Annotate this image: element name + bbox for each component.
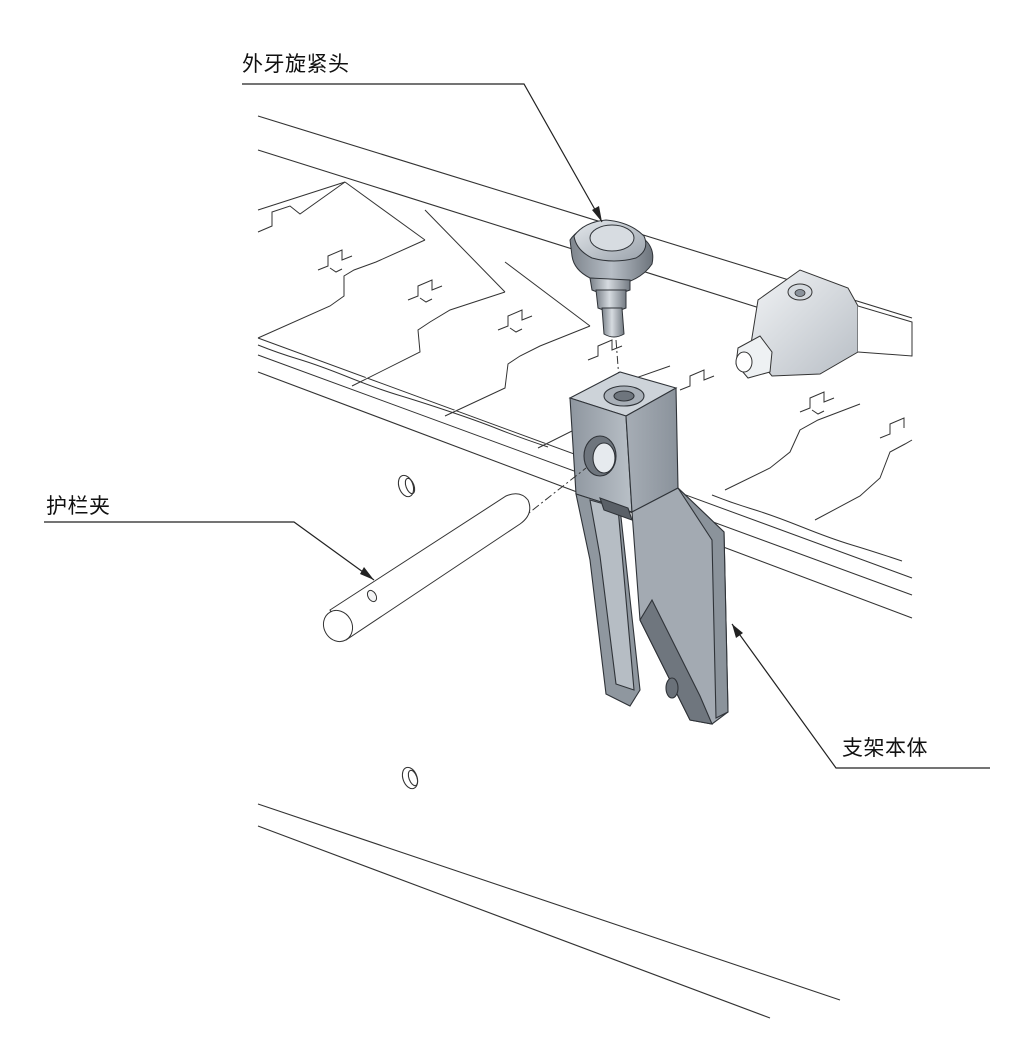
label-threaded-knob: 外牙旋紧头	[242, 52, 350, 76]
guard-rail-connector	[735, 269, 913, 379]
knob-arrowhead	[592, 206, 602, 222]
guardrail-clamp-pin	[322, 493, 531, 643]
threaded-knob	[569, 219, 654, 338]
pin-leader	[44, 521, 375, 581]
pin-arrowhead	[360, 567, 374, 580]
knob-leader	[242, 83, 603, 223]
body-arrowhead	[732, 624, 743, 638]
body-leader	[731, 623, 990, 769]
callout-arrowheads	[360, 206, 743, 638]
bracket-body	[568, 371, 729, 725]
pin-alignment-line	[519, 467, 587, 521]
label-guardrail-clamp: 护栏夹	[46, 494, 111, 518]
label-bracket-body: 支架本体	[842, 736, 928, 760]
callout-leaders	[44, 83, 990, 769]
